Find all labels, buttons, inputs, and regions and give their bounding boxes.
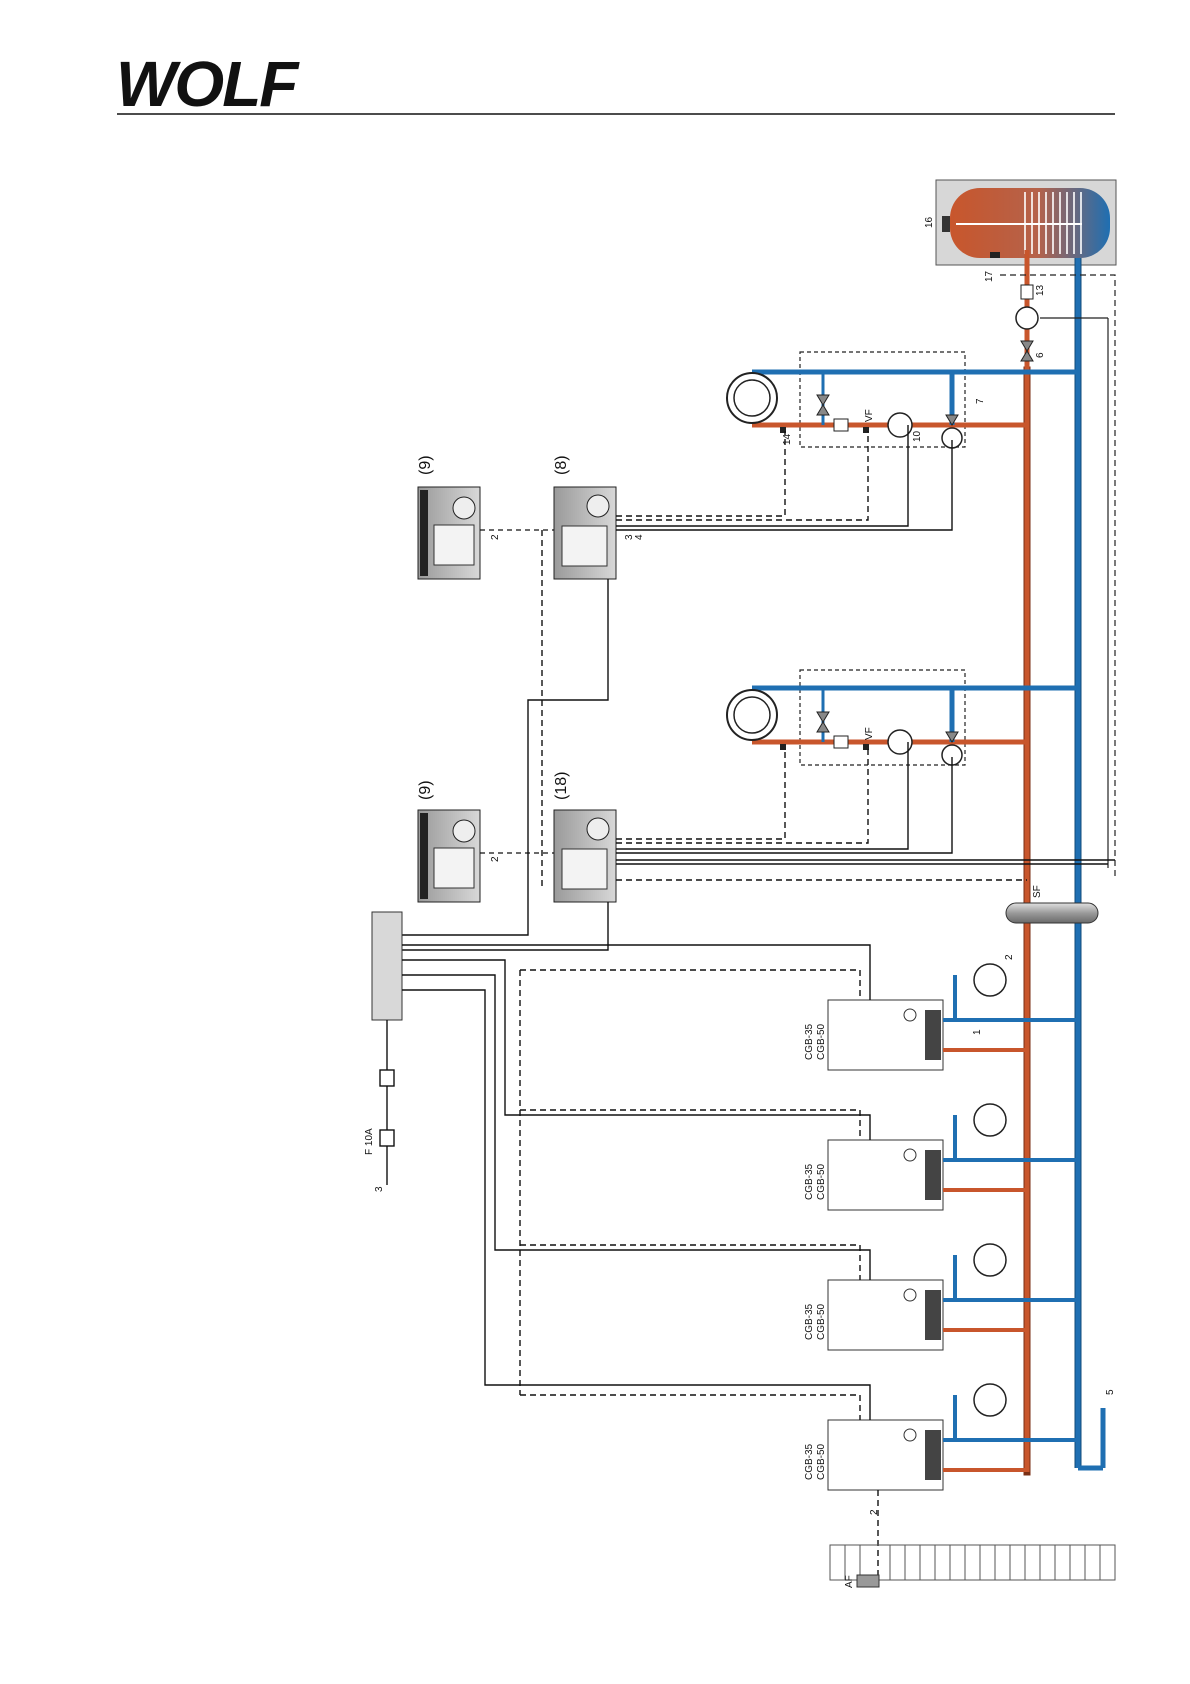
dhw-storage-tank bbox=[935, 179, 1117, 266]
boiler-1-model-2: CGB-50 bbox=[816, 1023, 827, 1060]
outdoor-sensor bbox=[856, 1574, 880, 1588]
boiler-1 bbox=[827, 999, 944, 1071]
hydraulic-separator bbox=[1005, 902, 1099, 924]
boiler-2-model-1: CGB-35 bbox=[804, 1163, 815, 1200]
boiler-4-model-2: CGB-50 bbox=[816, 1443, 827, 1480]
item-number-14: 14 bbox=[782, 433, 793, 445]
cable-count-remote-lower: 2 bbox=[490, 856, 501, 862]
remote-control-upper bbox=[417, 486, 481, 580]
item-number-6: 6 bbox=[1035, 352, 1046, 358]
wolf-logo: WOLF bbox=[116, 48, 313, 120]
cable-count-remote-upper: 2 bbox=[490, 534, 501, 540]
boiler-1-model-1: CGB-35 bbox=[804, 1023, 815, 1060]
boiler-3-model-1: CGB-35 bbox=[804, 1303, 815, 1340]
terminal-bar bbox=[371, 911, 403, 1021]
label-remote-lower: (9) bbox=[417, 780, 434, 800]
label-fuse: F 10A bbox=[364, 1128, 375, 1155]
item-number-2: 2 bbox=[1004, 954, 1015, 960]
mixer-circuit-upper bbox=[726, 351, 1078, 449]
label-phase: 3 bbox=[374, 1186, 385, 1192]
label-outdoor-sensor: AF bbox=[844, 1575, 855, 1588]
boiler-2-model-2: CGB-50 bbox=[816, 1163, 827, 1200]
logo-text: WOLF bbox=[116, 48, 300, 120]
label-flow-sensor-lower: VF bbox=[864, 727, 875, 740]
boiler-4-model-1: CGB-35 bbox=[804, 1443, 815, 1480]
cable-count-module: 3 bbox=[624, 534, 635, 540]
boiler-2 bbox=[827, 1139, 944, 1211]
boiler-3 bbox=[827, 1279, 944, 1351]
item-number-5: 5 bbox=[1105, 1389, 1116, 1395]
boiler-3-model-2: CGB-50 bbox=[816, 1303, 827, 1340]
label-system-flow-sensor: SF bbox=[1032, 885, 1043, 898]
item-number-16: 16 bbox=[924, 216, 935, 228]
mixer-circuit-lower bbox=[726, 669, 1078, 766]
remote-control-lower bbox=[417, 809, 481, 903]
control-wiring bbox=[400, 425, 1115, 951]
cable-count-module-2: 4 bbox=[634, 534, 645, 540]
building-wall bbox=[829, 1544, 1116, 1581]
item-number-17: 17 bbox=[984, 270, 995, 282]
label-flow-sensor-upper: VF bbox=[864, 409, 875, 422]
cable-count-outdoor: 2 bbox=[869, 1509, 880, 1515]
item-number-1: 1 bbox=[972, 1029, 983, 1035]
tank-loading-circuit bbox=[1000, 250, 1116, 880]
label-cascade-module: (18) bbox=[553, 772, 570, 800]
label-remote-upper: (9) bbox=[417, 455, 434, 475]
item-number-13: 13 bbox=[1035, 284, 1046, 296]
item-number-7: 7 bbox=[975, 398, 986, 404]
mixer-module bbox=[553, 486, 617, 580]
boiler-4 bbox=[827, 1419, 944, 1491]
power-supply bbox=[379, 1020, 395, 1185]
cascade-module bbox=[553, 809, 617, 903]
label-mixer-module: (8) bbox=[553, 455, 570, 475]
item-number-10: 10 bbox=[912, 430, 923, 442]
